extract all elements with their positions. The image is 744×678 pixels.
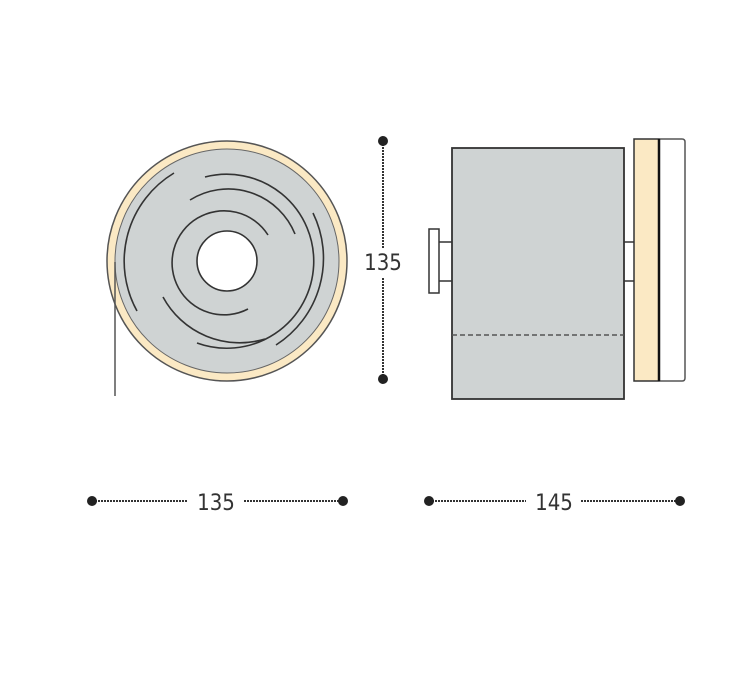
front-width-dimension: 135 — [87, 491, 348, 516]
front-bezel — [658, 138, 686, 382]
front-width-label: 135 — [197, 491, 235, 516]
side-depth-dimension: 145 — [424, 491, 685, 516]
front-plate — [633, 138, 660, 382]
side-view — [428, 138, 686, 400]
center-hole — [196, 230, 258, 292]
height-label: 135 — [364, 251, 402, 276]
cylinder-body — [451, 147, 625, 400]
concentric-grooves — [123, 172, 325, 350]
mount-knob — [428, 228, 440, 294]
front-view — [106, 140, 348, 396]
height-dimension: 135 — [364, 136, 402, 384]
side-depth-label: 145 — [535, 491, 573, 516]
